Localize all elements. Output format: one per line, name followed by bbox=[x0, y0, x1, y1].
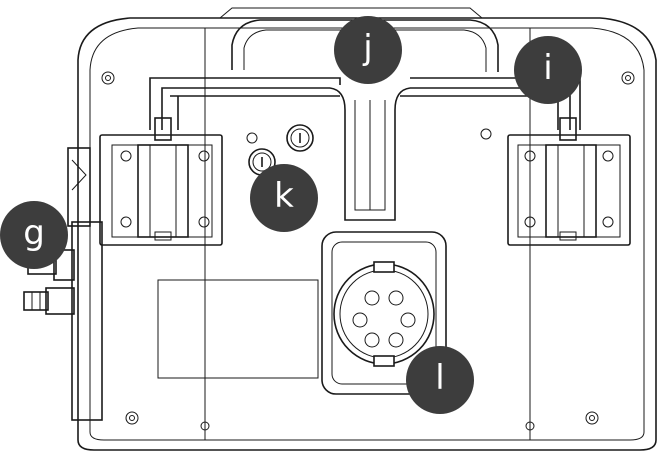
callout-i-label: i bbox=[543, 48, 552, 88]
charging-inlet bbox=[321, 231, 447, 395]
callout-k: k bbox=[250, 164, 318, 232]
cable-routing bbox=[149, 77, 581, 221]
side-ports bbox=[23, 147, 103, 421]
callout-j-label: j bbox=[362, 28, 372, 68]
label-area bbox=[157, 279, 319, 379]
callout-i-badge bbox=[514, 36, 582, 104]
right-mounting-bracket bbox=[507, 117, 631, 246]
callout-j-badge bbox=[334, 16, 402, 84]
callout-g-label: g bbox=[23, 213, 45, 253]
callout-g-badge bbox=[0, 201, 68, 269]
callout-l-badge bbox=[406, 346, 474, 414]
left-mounting-bracket bbox=[99, 117, 223, 246]
housing-screws bbox=[101, 71, 635, 431]
callout-l: l bbox=[406, 346, 474, 414]
callout-i: i bbox=[514, 36, 582, 104]
callout-k-label: k bbox=[274, 176, 294, 216]
callout-k-badge bbox=[250, 164, 318, 232]
callout-g: g bbox=[0, 201, 68, 269]
callout-l-label: l bbox=[435, 358, 444, 398]
callout-j: j bbox=[334, 16, 402, 84]
